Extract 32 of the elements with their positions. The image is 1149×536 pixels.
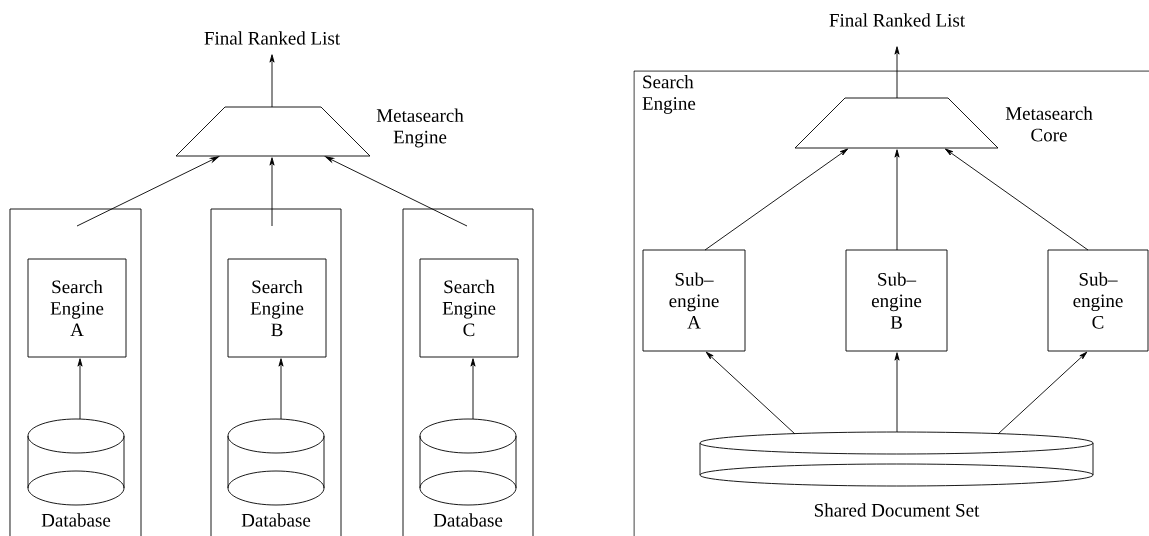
node-label: Database bbox=[41, 513, 111, 527]
arrow bbox=[278, 358, 284, 420]
arrow bbox=[325, 156, 468, 227]
arrow bbox=[997, 351, 1088, 435]
arrow bbox=[894, 46, 900, 99]
panel-box bbox=[402, 208, 534, 536]
arrow bbox=[704, 148, 849, 251]
node-label: Database bbox=[241, 513, 311, 527]
process-box: Sub– engine C bbox=[1047, 249, 1149, 352]
node-label: Metasearch Engine bbox=[376, 108, 464, 148]
arrow bbox=[894, 149, 900, 251]
arrow bbox=[944, 148, 1089, 251]
arrow bbox=[269, 157, 275, 227]
arrow bbox=[77, 358, 83, 420]
node-label: Database bbox=[433, 513, 503, 527]
process-box: Search Engine C bbox=[419, 258, 519, 358]
process-box: Search Engine B bbox=[227, 258, 327, 358]
process-box: Sub– engine B bbox=[845, 249, 948, 352]
panel-label: Search Engine bbox=[642, 75, 696, 114]
arrow bbox=[705, 351, 796, 435]
arrow bbox=[894, 352, 900, 433]
panel-box bbox=[210, 208, 342, 536]
arrow bbox=[76, 156, 219, 227]
node-label: Metasearch Core bbox=[1005, 106, 1093, 142]
arrow bbox=[269, 54, 275, 108]
process-box: Search Engine A bbox=[27, 258, 127, 358]
process-box: Sub– engine A bbox=[642, 249, 746, 352]
arrow bbox=[470, 358, 476, 420]
node-label: Final Ranked List bbox=[829, 13, 965, 27]
node-label: Final Ranked List bbox=[204, 31, 340, 45]
panel-box bbox=[9, 208, 142, 536]
node-label: Shared Document Set bbox=[814, 503, 980, 517]
